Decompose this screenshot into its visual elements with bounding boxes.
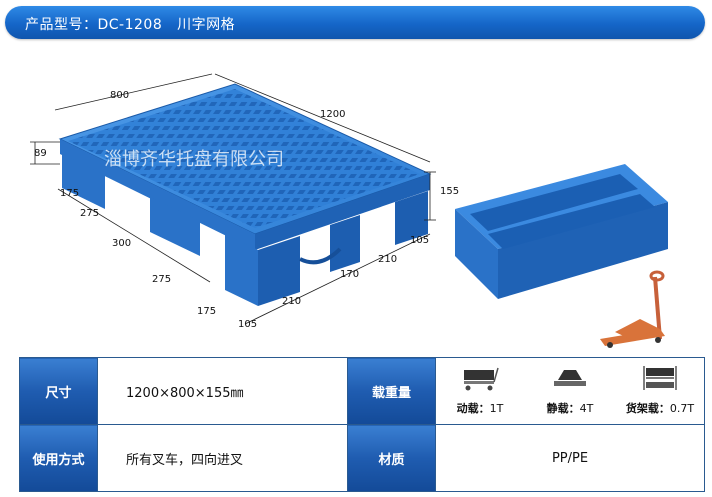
load-static-value: 4T — [579, 402, 594, 415]
dim-left-4: 275 — [152, 274, 171, 285]
watermark: 淄博齐华托盘有限公司 — [104, 149, 284, 170]
material-label: 材质 — [347, 424, 436, 492]
product-title: 产品型号：DC-1208 川字网格 — [25, 17, 236, 33]
dim-width: 800 — [110, 90, 129, 101]
load-static-name: 静载： — [546, 402, 580, 415]
load-racking-value: 0.7T — [669, 402, 695, 415]
load-item-dynamic: 动载：1T — [440, 364, 520, 416]
front-pallet-icon — [58, 83, 432, 306]
dim-bottom-4: 210 — [378, 254, 397, 265]
dim-height: 155 — [440, 186, 459, 197]
usage-label: 使用方式 — [19, 424, 98, 492]
hand-pallet-truck-icon — [600, 270, 665, 348]
static-load-icon — [554, 370, 586, 386]
dim-bottom-1: 105 — [238, 319, 257, 330]
perspective-pallet-icon — [455, 160, 668, 299]
size-label: 尺寸 — [19, 357, 98, 425]
dim-left-3: 300 — [112, 238, 131, 249]
material-value: PP/PE — [435, 424, 705, 492]
product-title-bar: 产品型号：DC-1208 川字网格 — [5, 6, 705, 39]
load-label: 载重量 — [347, 357, 436, 425]
load-dynamic-name: 动载： — [456, 402, 490, 415]
load-values: 动载：1T 静载：4T 货架载：0.7T — [435, 357, 705, 425]
spec-row-usage: 使用方式 所有叉车，四向进叉 材质 PP/PE — [19, 424, 705, 492]
dim-bottom-2: 210 — [282, 296, 301, 307]
dim-left-1: 175 — [60, 188, 79, 199]
dim-left-5: 175 — [197, 306, 216, 317]
load-dynamic-value: 1T — [489, 402, 504, 415]
load-item-racking: 货架载：0.7T — [620, 364, 700, 416]
dim-length: 1200 — [320, 109, 345, 120]
pallet-diagram: 800 1200 155 89 175 275 300 275 175 105 … — [30, 73, 668, 348]
dim-left-2: 275 — [80, 208, 99, 219]
dynamic-load-icon — [464, 367, 499, 391]
dim-bottom-5: 105 — [410, 235, 429, 246]
usage-value: 所有叉车，四向进叉 — [97, 424, 348, 492]
size-value: 1200×800×155㎜ — [97, 357, 348, 425]
dim-deck: 89 — [34, 148, 47, 159]
load-racking-name: 货架载： — [625, 402, 670, 415]
racking-load-icon — [643, 366, 677, 390]
dim-bottom-3: 170 — [340, 269, 359, 280]
spec-row-size: 尺寸 1200×800×155㎜ 载重量 动载：1T 静载：4T — [19, 357, 705, 425]
load-item-static: 静载：4T — [530, 364, 610, 416]
spec-table: 尺寸 1200×800×155㎜ 载重量 动载：1T 静载：4T — [19, 357, 705, 492]
dimension-lines — [30, 73, 436, 325]
